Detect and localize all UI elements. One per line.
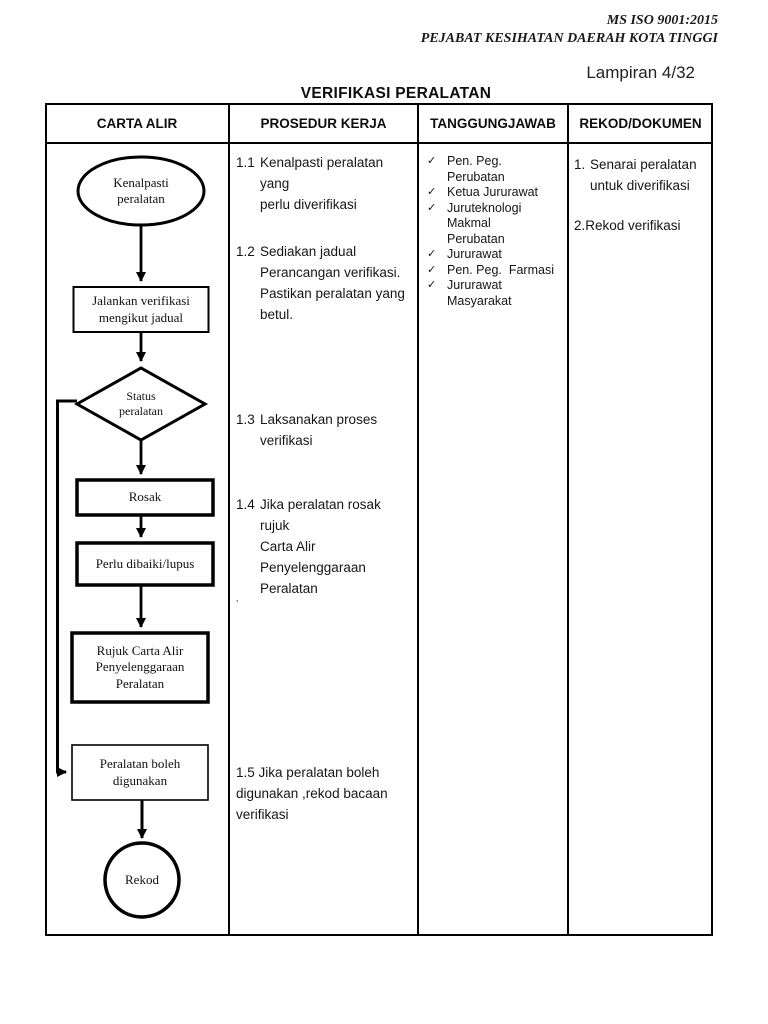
flow-node-rujuk-label: Rujuk Carta Alir Penyelenggaraan Peralat… [95, 642, 185, 691]
flow-feedback-line [56, 399, 77, 777]
procedure-item-1-2: 1.2 Sediakan jadual Perancangan verifika… [236, 241, 412, 325]
flow-node-boleh-rect [71, 744, 209, 801]
flow-node-perlu-rect [75, 541, 215, 587]
record-number: 1. [574, 157, 586, 172]
iso-standard-text: MS ISO 9001:2015 [606, 13, 718, 28]
stray-mark: ‚ [236, 593, 239, 604]
check-icon: ✓ [427, 201, 437, 214]
responsibility-text: Jururawat [447, 247, 502, 261]
procedure-item-1-3: 1.3 Laksanakan proses verifikasi [236, 409, 412, 451]
flow-node-rosak-label: Rosak [128, 489, 162, 505]
responsibility-text: Pen. Peg. Perubatan [447, 154, 506, 184]
flow-node-rekod-circle [103, 841, 181, 919]
column-divider-1 [228, 103, 230, 936]
column-header-prosedur-kerja: PROSEDUR KERJA [260, 116, 387, 131]
column-divider-3 [567, 103, 569, 936]
responsibility-list: ✓ Pen. Peg. Perubatan ✓ Ketua Jururawat ✓ J… [427, 154, 563, 309]
check-icon: ✓ [427, 279, 437, 291]
responsibility-item: ✓ Pen. Peg. Farmasi [427, 263, 563, 279]
flow-node-rekod-label: Rekod [125, 871, 159, 887]
page-header: MS ISO 9001:2015 PEJABAT KESIHATAN DAERA… [421, 12, 718, 48]
responsibility-text: Pen. Peg. Farmasi [447, 262, 554, 277]
responsibility-text: Jururawat Masyarakat [447, 278, 512, 308]
flow-node-rosak-rect [75, 478, 215, 517]
record-item-2: 2.Rekod verifikasi [574, 215, 708, 236]
page-title: VERIFIKASI PERALATAN [300, 85, 492, 102]
procedure-table-border [45, 103, 713, 936]
check-icon: ✓ [427, 155, 437, 167]
procedure-text: Jika peralatan rosak rujuk Carta Alir Pe… [260, 497, 381, 596]
check-icon: ✓ [427, 186, 437, 198]
procedure-text: Sediakan jadual Perancangan verifikasi. … [260, 244, 405, 322]
procedure-number: 1.2 [236, 244, 255, 259]
responsibility-item: ✓ Jururawat Masyarakat [427, 278, 563, 309]
responsibility-item: ✓ Juruteknologi Makmal Perubatan [427, 201, 563, 248]
column-header-tanggungjawab: TANGGUNGJAWAB [430, 116, 556, 131]
flow-node-jalankan-label: Jalankan verifikasi mengikut jadual [92, 293, 190, 325]
procedure-number: 1.4 [236, 497, 255, 512]
column-header-rekod-dokumen: REKOD/DOKUMEN [579, 116, 702, 131]
flow-node-start-label: Kenalpasti peralatan [113, 174, 169, 207]
department-text: PEJABAT KESIHATAN DAERAH KOTA TINGGI [420, 31, 718, 46]
responsibility-text: Juruteknologi Makmal Perubatan [447, 200, 522, 246]
procedure-text: Laksanakan proses verifikasi [260, 412, 378, 448]
attachment-label: Lampiran 4/32 [586, 63, 695, 82]
column-header-carta-alir: CARTA ALIR [96, 116, 178, 131]
record-text: Senarai peralatan untuk diverifikasi [590, 157, 697, 193]
record-item-1: 1. Senarai peralatan untuk diverifikasi [574, 154, 708, 196]
flow-node-perlu-label: Perlu dibaiki/lupus [95, 555, 195, 571]
check-icon: ✓ [427, 263, 437, 276]
procedure-item-1-4: 1.4 Jika peralatan rosak rujuk Carta Ali… [236, 494, 412, 599]
responsibility-item: ✓ Pen. Peg. Perubatan [427, 154, 563, 185]
flow-node-status-diamond [73, 366, 209, 442]
procedure-item-1-5: 1.5 Jika peralatan boleh digunakan ,reko… [236, 762, 412, 825]
column-divider-2 [417, 103, 419, 936]
record-number: 2. [574, 218, 586, 233]
flow-node-rujuk-rect [70, 631, 210, 704]
procedure-text: Kenalpasti peralatan yang perlu diverifi… [260, 155, 384, 212]
procedure-number: 1.3 [236, 412, 255, 427]
responsibility-item: ✓ Jururawat [427, 247, 563, 263]
procedure-number: 1.5 [236, 765, 255, 780]
check-icon: ✓ [427, 248, 437, 260]
record-text: Rekod verifikasi [585, 218, 681, 233]
procedure-text: Jika peralatan boleh digunakan ,rekod ba… [236, 765, 388, 822]
responsibility-text: Ketua Jururawat [447, 185, 539, 199]
responsibility-item: ✓ Ketua Jururawat [427, 185, 563, 201]
procedure-item-1-1: 1.1 Kenalpasti peralatan yang perlu dive… [236, 152, 412, 215]
flowchart-svg [56, 155, 215, 919]
flow-node-boleh-label: Peralatan boleh digunakan [99, 756, 181, 788]
header-row-divider [45, 142, 713, 144]
procedure-number: 1.1 [236, 155, 255, 170]
flow-node-status-label: Status peralatan [119, 389, 163, 418]
